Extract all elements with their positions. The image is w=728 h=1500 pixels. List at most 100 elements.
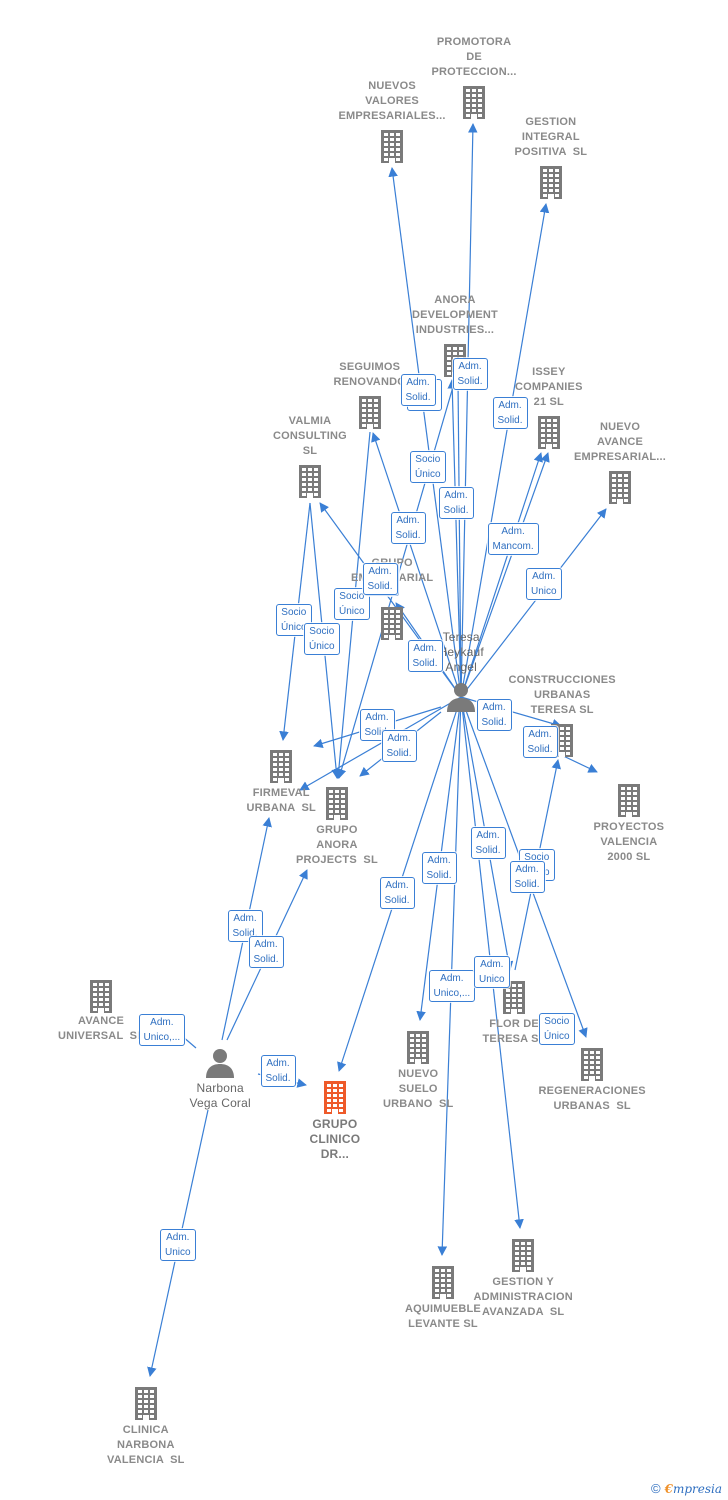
building-icon <box>267 749 295 783</box>
node-label: Teresa Heykauf Angel <box>438 630 484 674</box>
relation-badge[interactable]: Adm. Mancom. <box>487 523 539 555</box>
building-icon <box>535 415 563 449</box>
relation-badge[interactable]: Socio Único <box>276 604 312 636</box>
building-icon <box>500 980 528 1014</box>
node-label: AVANCE UNIVERSAL SL <box>58 1015 145 1042</box>
node-grupo-clinico[interactable]: GRUPO CLINICO DR... <box>310 1117 361 1162</box>
node-label: VALMIA CONSULTING SL <box>273 415 347 457</box>
node-nuevo-suelo[interactable]: NUEVO SUELO URBANO SL <box>383 1067 453 1112</box>
building-icon <box>323 786 351 820</box>
building-icon <box>378 129 406 163</box>
building-icon <box>321 1080 349 1114</box>
relation-badge[interactable]: Adm. Solid. <box>248 936 284 968</box>
node-label: Narbona Vega Coral <box>189 1081 251 1110</box>
building-icon <box>509 1238 537 1272</box>
relation-badge[interactable]: Adm. Solid. <box>400 374 436 406</box>
relation-badge[interactable]: Adm. Solid. <box>407 640 443 672</box>
relation-badge[interactable]: Adm. Solid. <box>438 487 474 519</box>
relation-badge[interactable]: Adm. Solid. <box>379 877 415 909</box>
edge-teresa-to-anora-dev <box>447 379 462 698</box>
building-icon <box>132 1386 160 1420</box>
building-icon <box>537 165 565 199</box>
building-icon <box>378 606 406 640</box>
node-label: GESTION INTEGRAL POSITIVA SL <box>514 116 588 158</box>
node-label: REGENERACIONES URBANAS SL <box>538 1085 646 1112</box>
edge-teresa-to-seguimos <box>371 432 462 698</box>
relation-badge[interactable]: Adm. Solid. <box>421 852 457 884</box>
node-gestion-admin[interactable]: GESTION Y ADMINISTRACION AVANZADA SL <box>474 1275 573 1320</box>
relation-badge[interactable]: Adm. Solid. <box>470 827 506 859</box>
building-icon <box>460 85 488 119</box>
node-teresa[interactable]: Teresa Heykauf Angel <box>439 630 484 675</box>
building-icon <box>356 395 384 429</box>
node-label: ANORA DEVELOPMENT INDUSTRIES... <box>412 294 498 336</box>
relation-badge[interactable]: Adm. Unico <box>526 568 562 600</box>
relation-badge[interactable]: Adm. Solid. <box>362 563 398 595</box>
node-grupo-anora[interactable]: GRUPO ANORA PROJECTS SL <box>296 823 378 868</box>
node-label: PROMOTORA DE PROTECCION... <box>431 36 517 78</box>
node-regeneraciones[interactable]: REGENERACIONES URBANAS SL <box>539 1084 646 1114</box>
node-gestion-integral[interactable]: GESTION INTEGRAL POSITIVA SL <box>515 115 588 160</box>
relation-badge[interactable]: Adm. Solid. <box>260 1055 296 1087</box>
node-label: FIRMEVAL URBANA SL <box>246 787 316 814</box>
node-seguimos[interactable]: SEGUIMOS RENOVANDO <box>334 360 407 390</box>
edge-teresa-to-firmeval <box>299 696 462 791</box>
relation-badge[interactable]: Adm. Solid. <box>390 512 426 544</box>
node-flor-de-teresa[interactable]: FLOR DE TERESA SL <box>483 1017 546 1047</box>
node-label: CLINICA NARBONA VALENCIA SL <box>107 1424 185 1466</box>
node-label: CONSTRUCCIONES URBANAS TERESA SL <box>508 674 616 716</box>
edge-teresa-to-anora-dev <box>453 379 463 698</box>
relation-badge[interactable]: Adm. Solid. <box>492 397 528 429</box>
node-label: GRUPO CLINICO DR... <box>309 1117 361 1161</box>
node-firmeval[interactable]: FIRMEVAL URBANA SL <box>247 786 316 816</box>
node-anora-dev[interactable]: ANORA DEVELOPMENT INDUSTRIES... <box>412 293 498 338</box>
node-label: AQUIMUEBLE LEVANTE SL <box>405 1303 481 1330</box>
copyright-symbol: © <box>650 1481 661 1496</box>
relation-badge[interactable]: Adm. Solid. <box>522 726 558 758</box>
node-clinica-narbona[interactable]: CLINICA NARBONA VALENCIA SL <box>107 1423 185 1468</box>
node-nuevos-valores[interactable]: NUEVOS VALORES EMPRESARIALES... <box>339 79 446 124</box>
edge-teresa-to-nuevos-valores <box>388 167 462 698</box>
node-narbona[interactable]: Narbona Vega Coral <box>190 1081 251 1111</box>
node-label: PROYECTOS VALENCIA 2000 SL <box>593 821 665 863</box>
relation-badge[interactable]: Adm. Solid. <box>452 358 488 390</box>
edge-teresa-to-gestion-integral <box>460 203 550 698</box>
building-icon <box>296 464 324 498</box>
building-icon <box>578 1047 606 1081</box>
edge-teresa-to-nuevo-avance <box>460 508 607 698</box>
node-label: FLOR DE TERESA SL <box>482 1018 546 1045</box>
building-icon <box>87 979 115 1013</box>
relation-badge[interactable]: Adm. Unico <box>160 1229 196 1261</box>
brand-logo[interactable]: €mpresia <box>664 1481 722 1496</box>
node-issey[interactable]: ISSEY COMPANIES 21 SL <box>515 365 583 410</box>
node-label: NUEVOS VALORES EMPRESARIALES... <box>338 80 446 122</box>
relation-badge[interactable]: Socio Único <box>539 1013 575 1045</box>
building-icon <box>429 1265 457 1299</box>
relation-badge[interactable]: Adm. Solid. <box>476 699 512 731</box>
node-label: NUEVO AVANCE EMPRESARIAL... <box>574 421 667 463</box>
relation-badge[interactable]: Adm. Unico,... <box>428 970 476 1002</box>
relation-badge[interactable]: Socio Único <box>410 451 446 483</box>
relation-badge[interactable]: Adm. Solid. <box>509 861 545 893</box>
node-aquimueble[interactable]: AQUIMUEBLE LEVANTE SL <box>405 1302 481 1332</box>
node-label: ISSEY COMPANIES 21 SL <box>515 366 583 408</box>
node-nuevo-avance[interactable]: NUEVO AVANCE EMPRESARIAL... <box>574 420 666 465</box>
person-icon <box>205 1048 235 1078</box>
node-label: SEGUIMOS RENOVANDO <box>333 361 406 388</box>
relation-badge[interactable]: Adm. Solid. <box>381 730 417 762</box>
relation-badge[interactable]: Adm. Unico <box>474 956 510 988</box>
node-valmia[interactable]: VALMIA CONSULTING SL <box>273 414 347 459</box>
node-label: NUEVO SUELO URBANO SL <box>383 1068 454 1110</box>
building-icon <box>606 470 634 504</box>
relation-badge[interactable]: Socio Único <box>304 623 340 655</box>
node-proyectos-valencia[interactable]: PROYECTOS VALENCIA 2000 SL <box>594 820 665 865</box>
node-promotora[interactable]: PROMOTORA DE PROTECCION... <box>432 35 517 80</box>
node-avance-universal[interactable]: AVANCE UNIVERSAL SL <box>58 1014 144 1044</box>
building-icon <box>404 1030 432 1064</box>
relation-badge[interactable]: Adm. Unico,... <box>138 1014 186 1046</box>
edge-teresa-to-issey <box>460 452 550 698</box>
edge-teresa-to-promotora <box>460 123 478 698</box>
node-construcciones[interactable]: CONSTRUCCIONES URBANAS TERESA SL <box>509 673 616 718</box>
